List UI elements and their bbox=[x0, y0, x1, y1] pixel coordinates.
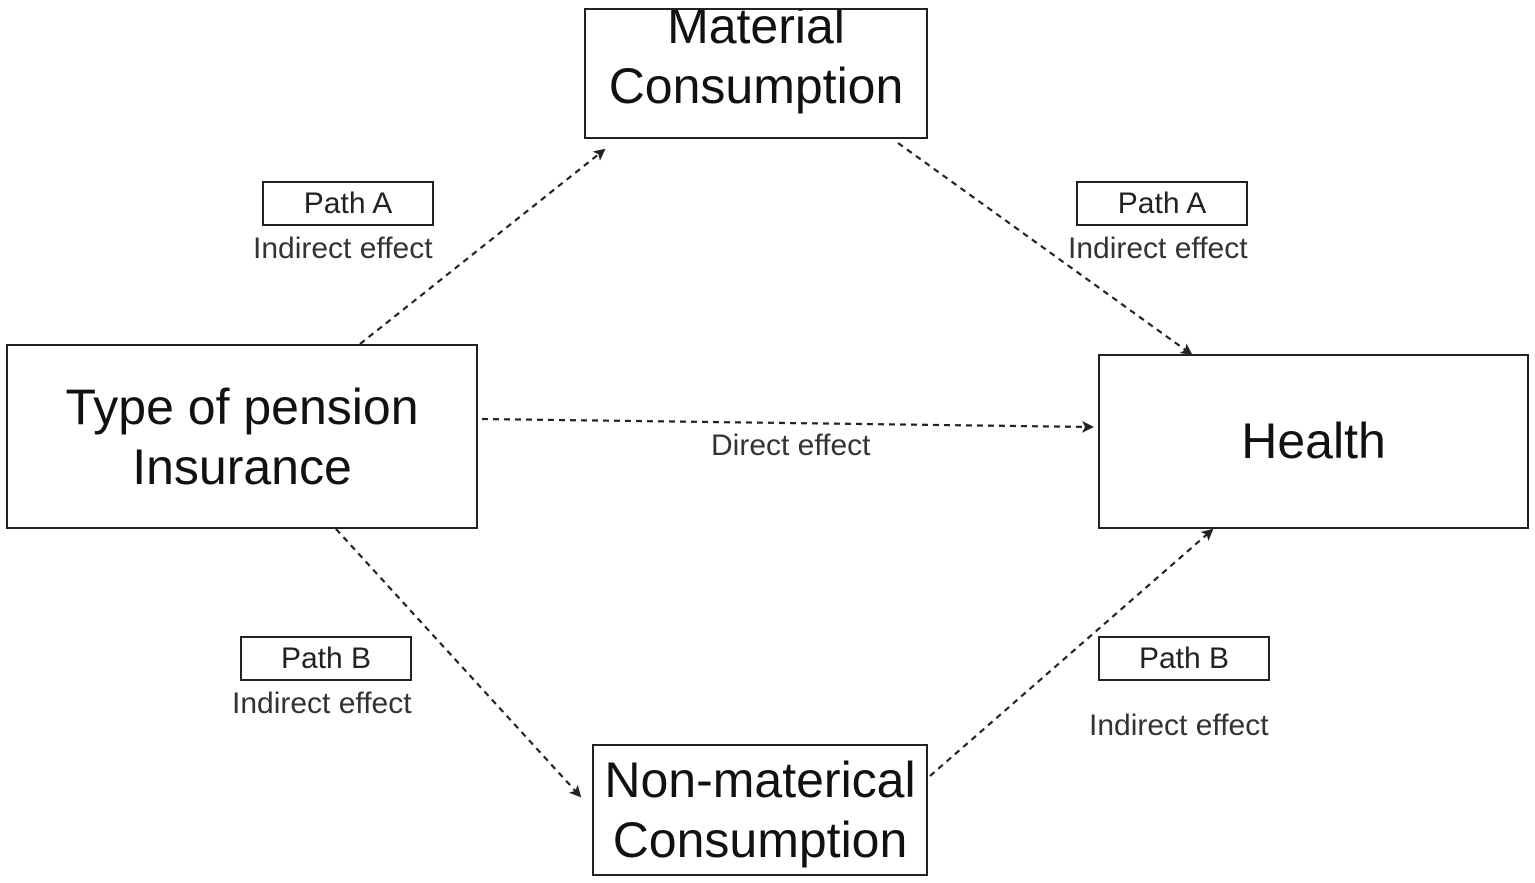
node-non-material-consumption: Non-materical Consumption bbox=[592, 744, 928, 876]
path-a-label-left: Path A bbox=[262, 181, 434, 226]
node-material-consumption: Material Consumption bbox=[584, 8, 928, 139]
path-a-label-right: Path A bbox=[1076, 181, 1248, 226]
edge-pension-to-nonmaterial bbox=[335, 528, 582, 798]
path-b-label-right: Path B bbox=[1098, 636, 1270, 681]
node-type-of-pension-insurance-label: Type of pension Insurance bbox=[65, 378, 419, 495]
node-material-consumption-label: Material Consumption bbox=[608, 8, 904, 114]
edge-pension-to-material bbox=[359, 148, 606, 345]
direct-effect-label: Direct effect bbox=[711, 429, 871, 462]
indirect-effect-label-top-left: Indirect effect bbox=[253, 232, 433, 265]
indirect-effect-label-bottom-right: Indirect effect bbox=[1089, 709, 1269, 742]
edge-material-to-health bbox=[897, 142, 1193, 356]
indirect-effect-label-top-right: Indirect effect bbox=[1068, 232, 1248, 265]
node-health: Health bbox=[1098, 354, 1529, 529]
node-health-label: Health bbox=[1241, 412, 1386, 469]
indirect-effect-label-bottom-left: Indirect effect bbox=[232, 687, 412, 720]
edge-pension-to-health-direct bbox=[481, 417, 1094, 433]
path-b-label-left: Path B bbox=[240, 636, 412, 681]
node-non-material-consumption-label: Non-materical Consumption bbox=[604, 752, 916, 868]
node-type-of-pension-insurance: Type of pension Insurance bbox=[6, 344, 478, 529]
edge-nonmaterial-to-health bbox=[929, 528, 1214, 777]
